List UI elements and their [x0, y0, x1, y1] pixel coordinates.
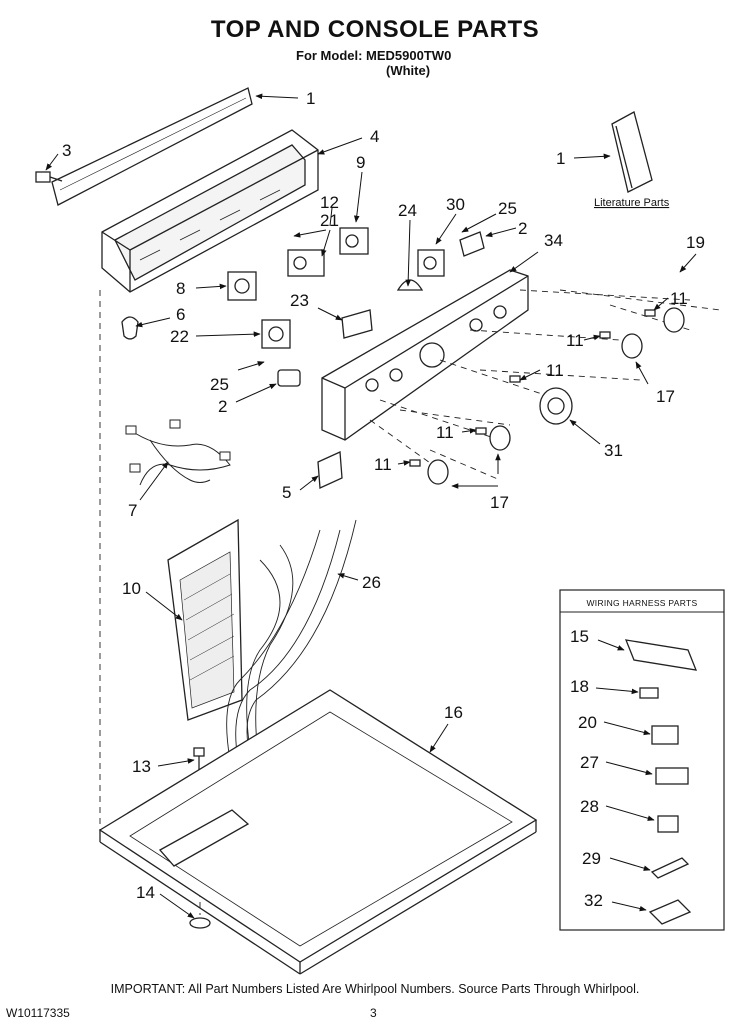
- callout-31: 31: [604, 441, 623, 460]
- callout-23: 23: [290, 291, 309, 310]
- callout-8: 8: [176, 279, 185, 298]
- switch-8: [227, 271, 257, 301]
- knob-17b: [489, 425, 511, 451]
- callout-17b: 17: [490, 493, 509, 512]
- callout-25a: 25: [498, 199, 517, 218]
- callout-18: 18: [570, 677, 589, 696]
- document-number: W10117335: [6, 1006, 70, 1020]
- callout-24: 24: [398, 201, 417, 220]
- switch-22: [261, 319, 291, 349]
- callout-9: 9: [356, 153, 365, 172]
- callout-2b: 2: [218, 397, 227, 416]
- literature-parts-label: Literature Parts: [594, 197, 670, 209]
- wiring-box-title: WIRING HARNESS PARTS: [586, 598, 697, 608]
- console-frame: [101, 129, 319, 293]
- filter-assembly-10: [167, 518, 243, 721]
- callout-28: 28: [580, 797, 599, 816]
- callout-32: 32: [584, 891, 603, 910]
- clip-6: [121, 316, 139, 340]
- callout-5: 5: [282, 483, 291, 502]
- switch-9: [339, 227, 369, 255]
- callout-22: 22: [170, 327, 189, 346]
- board-23: [341, 309, 373, 339]
- callout-14: 14: [136, 883, 155, 902]
- switch-30: [417, 249, 445, 277]
- bracket-2b: [277, 369, 301, 387]
- callout-15: 15: [570, 627, 589, 646]
- page-title: TOP AND CONSOLE PARTS: [210, 16, 540, 43]
- callout-30: 30: [446, 195, 465, 214]
- callout-4: 4: [370, 127, 379, 146]
- top-panel-16: [98, 689, 538, 975]
- console-rear-panel: [51, 87, 253, 206]
- important-note: IMPORTANT: All Part Numbers Listed Are W…: [110, 982, 640, 996]
- literature-book: [611, 111, 653, 193]
- callout-16: 16: [444, 703, 463, 722]
- color-line: (White): [386, 63, 431, 78]
- strip-5: [317, 451, 343, 489]
- callout-21: 21: [320, 211, 339, 230]
- control-panel-34: [321, 269, 529, 441]
- wire-harness-26: [226, 519, 357, 761]
- callout-27: 27: [580, 753, 599, 772]
- callout-26: 26: [362, 573, 381, 592]
- callout-29: 29: [582, 849, 601, 868]
- callout-17a: 17: [656, 387, 675, 406]
- knob-17c: [427, 459, 449, 485]
- callout-7: 7: [128, 501, 137, 520]
- callout-13: 13: [132, 757, 151, 776]
- callout-1a: 1: [306, 89, 315, 108]
- callout-11d: 11: [436, 423, 454, 442]
- page-number: 3: [370, 1006, 377, 1020]
- callout-11e: 11: [374, 455, 392, 474]
- knob-31: [539, 387, 573, 425]
- callout-3: 3: [62, 141, 71, 160]
- callout-6: 6: [176, 305, 185, 324]
- callout-11a: 11: [670, 289, 688, 308]
- bumper-14: [189, 917, 211, 929]
- bracket-2a: [459, 231, 485, 257]
- knob-17a: [621, 333, 643, 359]
- model-line: For Model: MED5900TW0: [296, 48, 452, 63]
- screw-3: [35, 171, 63, 183]
- shaft-24: [396, 279, 424, 291]
- knob-19: [663, 307, 685, 333]
- callout-11c: 11: [546, 361, 564, 380]
- callout-25b: 25: [210, 375, 229, 394]
- callout-10: 10: [122, 579, 141, 598]
- wire-harness-7: [125, 419, 231, 486]
- callout-19: 19: [686, 233, 705, 252]
- callout-20: 20: [578, 713, 597, 732]
- callout-2a: 2: [518, 219, 527, 238]
- callout-12: 12: [320, 193, 339, 212]
- callout-1b: 1: [556, 149, 565, 168]
- callout-11b: 11: [566, 331, 584, 350]
- callout-34: 34: [544, 231, 563, 250]
